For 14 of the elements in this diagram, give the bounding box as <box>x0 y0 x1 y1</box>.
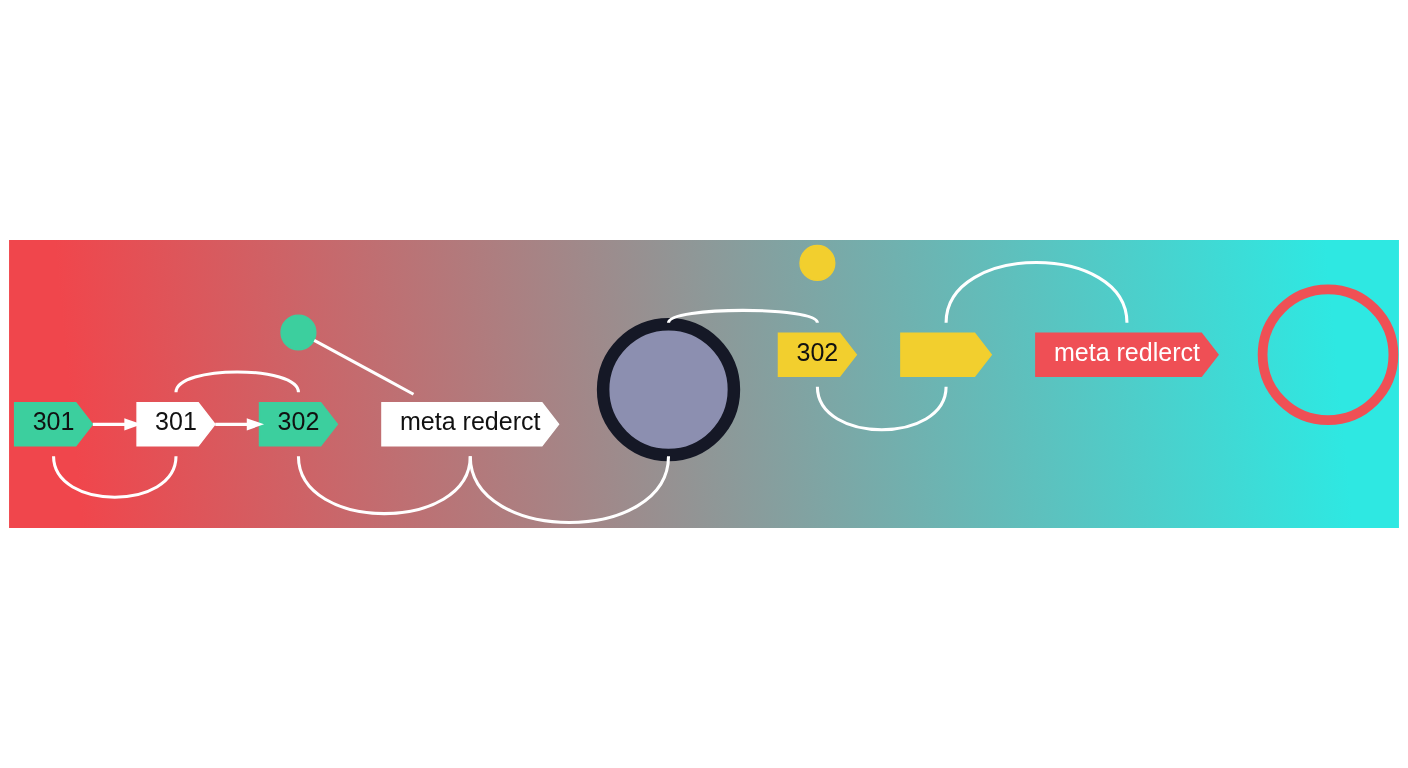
node-circle <box>799 244 836 282</box>
arrow <box>215 418 265 431</box>
connector <box>313 339 415 396</box>
node-arrow <box>900 332 993 378</box>
connector <box>468 456 671 524</box>
connector <box>52 456 178 499</box>
connector <box>815 386 948 432</box>
node-circle <box>596 317 741 462</box>
connector <box>667 308 819 324</box>
connector <box>296 456 472 516</box>
connector <box>944 261 1129 324</box>
connector <box>174 370 300 393</box>
node-circle <box>280 314 317 351</box>
node-circle <box>1257 284 1399 426</box>
